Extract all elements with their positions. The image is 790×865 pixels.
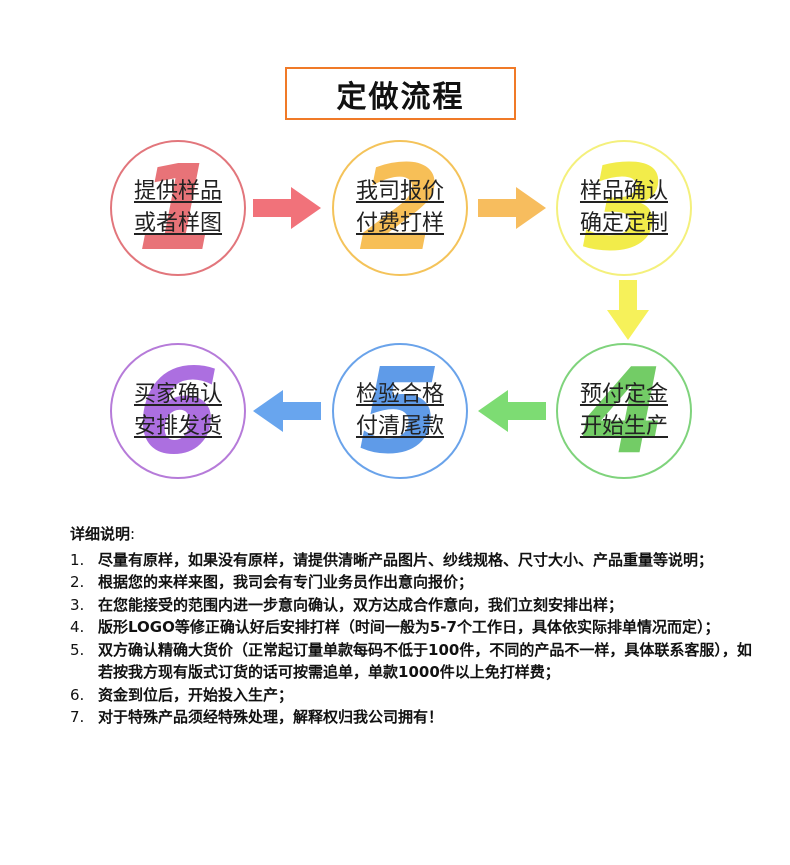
step-label-line1: 我司报价 [355, 179, 444, 204]
details-heading-colon: : [130, 525, 136, 543]
arrow-right-icon [478, 187, 546, 229]
step-label-line1: 买家确认 [133, 382, 222, 407]
step-label-line1: 提供样品 [133, 179, 222, 204]
step-label: 买家确认 安排发货 [112, 379, 244, 443]
item-text: 对于特殊产品须经特殊处理，解释权归我公司拥有！ [98, 708, 444, 726]
step-label-line2: 或者样图 [133, 211, 222, 236]
item-text: 在您能接受的范围内进一步意向确认，双方达成合作意向，我们立刻安排出样； [98, 595, 624, 614]
arrow-left-icon [253, 390, 321, 432]
list-item: 4. 版形LOGO等修正确认好后安排打样（时间一般为5-7个工作日，具体依实际排单… [70, 616, 760, 639]
step-6: 6 买家确认 安排发货 [110, 343, 246, 479]
step-label-line1: 预付定金 [579, 382, 668, 407]
list-item: 2. 根据您的来样来图，我司会有专门业务员作出意向报价； [70, 571, 760, 594]
item-text: 双方确认精确大货价（正常起订量单款每码不低于100件，不同的产品不一样，具体联系… [98, 640, 752, 682]
step-label-line1: 样品确认 [579, 179, 668, 204]
item-number: 6. [70, 685, 85, 704]
step-1: 1 提供样品 或者样图 [110, 140, 246, 276]
step-label: 预付定金 开始生产 [558, 379, 690, 443]
item-number: 5. [70, 640, 85, 659]
arrow-down-icon [607, 280, 649, 340]
item-number: 2. [70, 573, 85, 591]
item-number: 1. [70, 550, 85, 569]
step-label-line1: 检验合格 [355, 382, 444, 407]
item-number: 4. [70, 618, 85, 636]
item-number: 3. [70, 595, 85, 614]
step-label: 我司报价 付费打样 [334, 176, 466, 240]
item-text: 版形LOGO等修正确认好后安排打样（时间一般为5-7个工作日，具体依实际排单情况… [98, 618, 720, 636]
arrow-left-icon [478, 390, 546, 432]
details-heading-text: 详细说明 [70, 525, 131, 543]
item-text: 根据您的来样来图，我司会有专门业务员作出意向报价； [98, 573, 474, 591]
arrow-right-icon [253, 187, 321, 229]
details-heading: 详细说明: [70, 523, 760, 546]
list-item: 3. 在您能接受的范围内进一步意向确认，双方达成合作意向，我们立刻安排出样； [70, 594, 760, 617]
list-item: 6. 资金到位后，开始投入生产； [70, 684, 760, 707]
step-4: 4 预付定金 开始生产 [556, 343, 692, 479]
details-list: 1. 尽量有原样，如果没有原样，请提供清晰产品图片、纱线规格、尺寸大小、产品重量等… [70, 549, 760, 729]
step-label: 提供样品 或者样图 [112, 176, 244, 240]
item-text: 尽量有原样，如果没有原样，请提供清晰产品图片、纱线规格、尺寸大小、产品重量等说明… [98, 550, 714, 569]
step-5: 5 检验合格 付清尾款 [332, 343, 468, 479]
step-3: 3 样品确认 确定定制 [556, 140, 692, 276]
details-section: 详细说明: 1. 尽量有原样，如果没有原样，请提供清晰产品图片、纱线规格、尺寸大小… [70, 523, 760, 729]
step-label-line2: 开始生产 [579, 414, 668, 439]
item-number: 7. [70, 708, 85, 726]
list-item: 7. 对于特殊产品须经特殊处理，解释权归我公司拥有！ [70, 706, 760, 729]
step-label-line2: 安排发货 [133, 414, 222, 439]
list-item: 1. 尽量有原样，如果没有原样，请提供清晰产品图片、纱线规格、尺寸大小、产品重量等… [70, 549, 760, 572]
step-label: 检验合格 付清尾款 [334, 379, 466, 443]
list-item: 5. 双方确认精确大货价（正常起订量单款每码不低于100件，不同的产品不一样，具体… [70, 639, 760, 684]
page-title: 定做流程 [285, 67, 516, 120]
step-label-line2: 付清尾款 [355, 414, 444, 439]
step-label-line2: 确定定制 [579, 211, 668, 236]
step-label: 样品确认 确定定制 [558, 176, 690, 240]
step-2: 2 我司报价 付费打样 [332, 140, 468, 276]
item-text: 资金到位后，开始投入生产； [98, 685, 294, 704]
step-label-line2: 付费打样 [355, 211, 444, 236]
